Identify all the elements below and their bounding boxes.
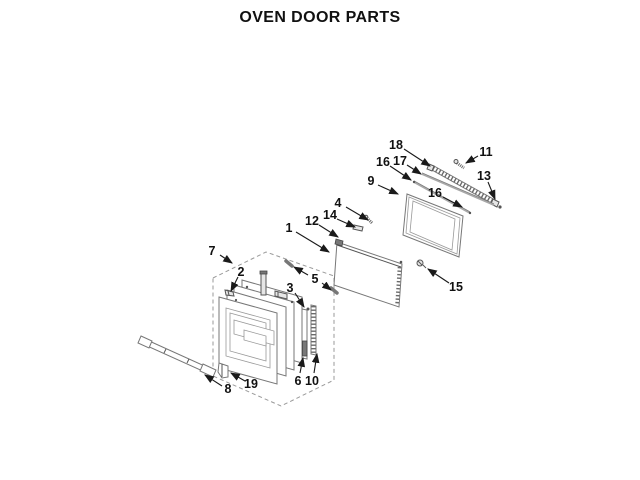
glass-panel-outline	[333, 241, 403, 308]
part-label-1: 1	[286, 221, 293, 235]
top-bracket-head	[259, 270, 268, 275]
part-arrow-18	[403, 148, 431, 167]
strip-16	[413, 181, 471, 214]
part-label-5: 5	[312, 272, 319, 286]
side-rail-right	[310, 304, 317, 356]
rail-screw-3	[306, 307, 310, 311]
trim-bar-18	[426, 159, 502, 209]
screw-15	[416, 259, 427, 269]
part-label-3: 3	[287, 281, 294, 295]
door-assembly-dashed-outline	[212, 251, 335, 407]
door-inner-panels	[218, 279, 303, 385]
part-arrow-1	[295, 231, 330, 253]
part-arrow-17	[406, 164, 422, 175]
panel-screw-dot	[245, 285, 249, 289]
glass-corner-clip-12	[334, 238, 344, 247]
clip-14	[352, 224, 364, 232]
part-arrow-3	[294, 292, 305, 308]
panel-screw-dot	[234, 298, 238, 302]
handle-bar	[144, 339, 210, 374]
trim-strips-16-17	[412, 172, 495, 215]
part-arrow-15	[427, 268, 450, 284]
endcap-screw-dot	[498, 205, 502, 209]
part-label-6: 6	[295, 374, 302, 388]
part-label-9: 9	[368, 174, 375, 188]
standoff-pin-5b	[329, 286, 339, 295]
door-top-brackets	[259, 270, 288, 300]
part-arrow-14	[336, 218, 357, 228]
part-label-17: 17	[393, 154, 407, 168]
trim-bar-hatch	[431, 165, 496, 205]
handle-endcap-right	[199, 363, 217, 378]
screw-4	[365, 216, 374, 225]
part-label-10: 10	[305, 374, 319, 388]
part-label-4: 4	[335, 196, 342, 210]
standoff-pin-5a	[284, 259, 294, 268]
handle-endcap-left	[137, 335, 153, 349]
part-arrow-10	[311, 352, 320, 374]
part-label-16: 16	[376, 155, 390, 169]
screw-11	[456, 161, 465, 170]
part-label-7: 7	[209, 244, 216, 258]
clip-part-2	[224, 289, 235, 297]
part-arrow-11	[465, 155, 479, 164]
door-liner-rect-small	[243, 329, 267, 347]
part-label-18: 18	[389, 138, 403, 152]
part-arrow-16	[389, 165, 412, 181]
page-title: OVEN DOOR PARTS	[239, 9, 401, 26]
part-arrow-7	[219, 254, 233, 264]
part-label-2: 2	[238, 265, 245, 279]
panel-screw-dot	[290, 300, 294, 304]
part-arrow-9	[377, 184, 400, 195]
part-arrow-8	[204, 374, 223, 387]
frame-window	[409, 200, 456, 251]
part-arrow-12	[318, 224, 339, 238]
part-label-11: 11	[479, 145, 492, 159]
part-label-19: 19	[244, 377, 258, 391]
top-bracket-post	[260, 272, 267, 296]
door-handle	[137, 335, 217, 378]
part-label-16: 16	[428, 186, 442, 200]
part-label-12: 12	[305, 214, 319, 228]
part-arrow-5	[321, 281, 332, 291]
glass-panel-1	[333, 238, 403, 308]
part-label-8: 8	[225, 382, 232, 396]
part-label-13: 13	[477, 169, 491, 183]
part-arrow-13	[487, 181, 496, 201]
screw-11-head	[453, 159, 459, 164]
part-arrow-16	[442, 196, 463, 208]
bracket-part-19	[217, 362, 229, 379]
part-arrow-19	[230, 372, 246, 382]
glass-edge-hatch	[395, 266, 402, 306]
latch-piece-6	[302, 340, 308, 357]
part-arrow-5	[293, 266, 309, 276]
part-arrow-4	[345, 206, 369, 221]
strip-17	[421, 173, 495, 206]
part-label-15: 15	[449, 280, 463, 294]
glass-frame-9	[402, 193, 464, 258]
part-label-14: 14	[323, 208, 337, 222]
part-arrow-6	[297, 356, 306, 374]
door-side-rails	[301, 304, 317, 360]
part-arrow-2	[230, 276, 239, 292]
